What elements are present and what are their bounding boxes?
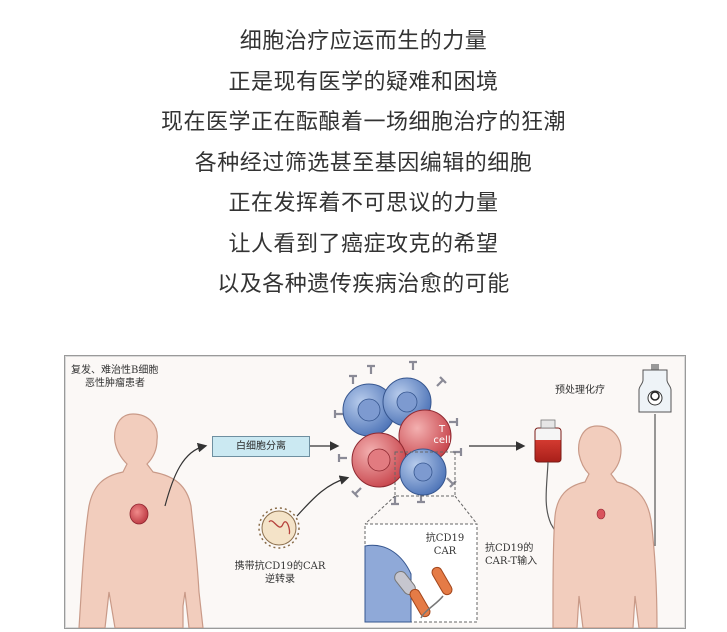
- vector-label: 携带抗CD19的CAR 逆转录: [228, 560, 332, 586]
- car-label-line: 抗CD19: [425, 533, 465, 544]
- vector-label-line: 携带抗CD19的CAR: [234, 561, 326, 572]
- patient-figure-right: [552, 425, 658, 628]
- car-label-line: CAR: [433, 546, 457, 557]
- poem-line: 正是现有医学的疑难和困境: [228, 69, 499, 95]
- leukapheresis-box: 白细胞分离: [212, 436, 310, 457]
- pretreatment-label: 预处理化疗: [555, 385, 605, 396]
- retrovirus-icon: [258, 507, 300, 549]
- poem-line: 细胞治疗应运而生的力量: [239, 29, 488, 54]
- patient-label: 复发、难治性B细胞 恶性肿瘤患者: [71, 364, 158, 390]
- car-label: 抗CD19 CAR: [417, 532, 473, 558]
- patient-label-line: 恶性肿瘤患者: [85, 378, 145, 389]
- car-t-diagram: [78, 360, 672, 628]
- chemotherapy-bottle-icon: [638, 364, 672, 546]
- poem-text-block: 细胞治疗应运而生的力量 正是现有医学的疑难和困境 现在医学正在酝酿着一场细胞治疗…: [0, 22, 727, 306]
- poem-line: 各种经过筛选甚至基因编辑的细胞: [194, 150, 533, 176]
- cell-cluster: [333, 360, 463, 506]
- infusion-label: 抗CD19的 CAR-T输入: [485, 542, 537, 568]
- tumor-icon: [129, 503, 149, 525]
- poem-line: 以及各种遗传疾病治愈的可能: [217, 272, 510, 297]
- arrow-vector-to-cells: [296, 475, 350, 517]
- infusion-label-line: CAR-T输入: [485, 556, 538, 567]
- t-cell-label: T cell: [428, 424, 456, 446]
- infusion-label-line: 抗CD19的: [485, 543, 534, 554]
- vector-label-line: 逆转录: [265, 574, 295, 585]
- poem-line: 现在医学正在酝酿着一场细胞治疗的狂潮: [160, 110, 566, 135]
- car-t-therapy-figure: 复发、难治性B细胞 恶性肿瘤患者 白细胞分离 T cell 携带抗CD19的CA…: [64, 355, 686, 629]
- poem-line: 正在发挥着不可思议的力量: [228, 191, 499, 216]
- arrow-to-leukapheresis: [164, 442, 208, 507]
- car-t-blood-bag-icon: [534, 419, 563, 555]
- t-cell-label-line: cell: [433, 435, 451, 446]
- poem-line: 让人看到了癌症攻克的希望: [228, 231, 499, 257]
- t-cell-label-line: T: [438, 424, 446, 435]
- patient-label-line: 复发、难治性B细胞: [71, 365, 159, 376]
- car-zoom-inset: [364, 451, 478, 623]
